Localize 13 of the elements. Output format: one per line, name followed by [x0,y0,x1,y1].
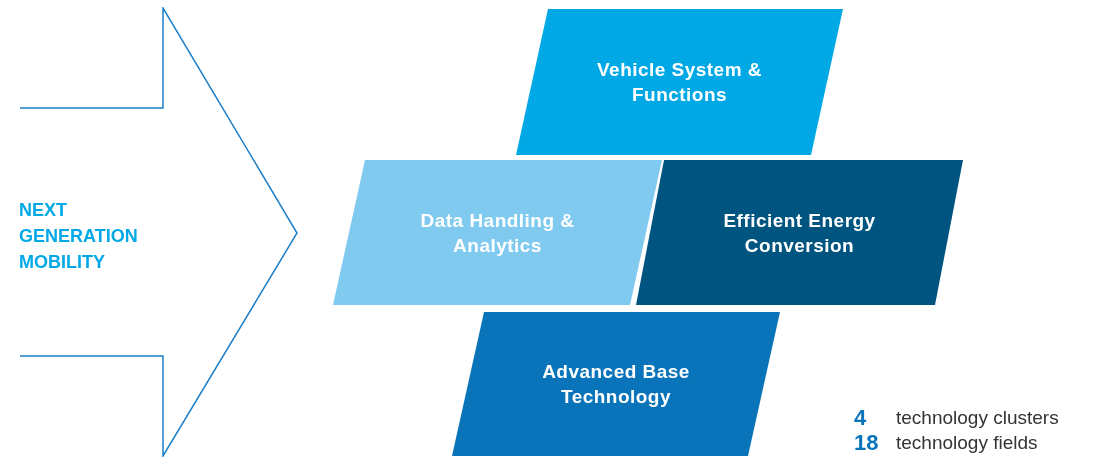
count-caption: technology fields [896,431,1039,455]
tile-label: Advanced Base Technology [541,360,691,409]
arrow-title: NEXT GENERATION MOBILITY [19,200,138,272]
count-number: 4 [854,405,868,430]
count-number: 18 [854,430,880,455]
parallelogram-tile [333,160,662,305]
count-caption: technology clusters [896,406,1059,430]
parallelogram-tile [636,160,963,305]
tile-label: Data Handling & Analytics [419,208,576,258]
parallelogram-tile [452,312,780,456]
tile-label: Vehicle System & Functions [596,58,763,107]
tile-label: Efficient Energy Conversion [722,208,877,258]
parallelogram-tile [516,9,843,155]
